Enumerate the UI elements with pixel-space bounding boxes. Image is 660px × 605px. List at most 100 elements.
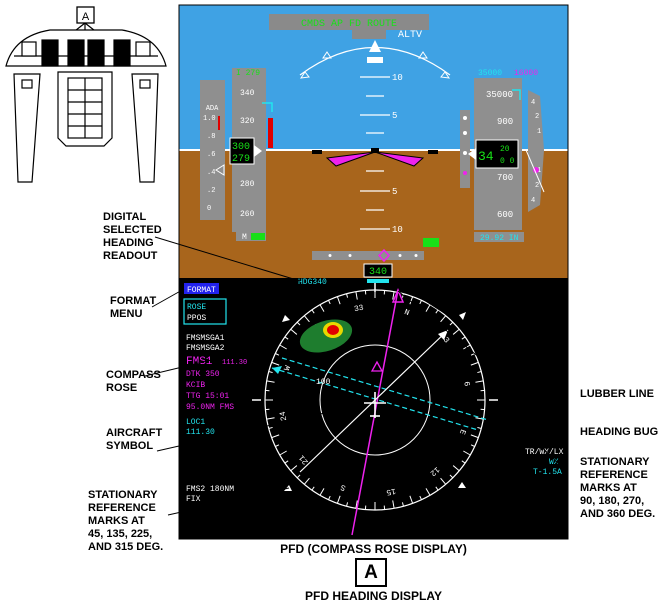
alt-box-upper: 20 — [500, 145, 510, 154]
compass-tick — [336, 495, 341, 504]
callout-stationary-90: STATIONARY REFERENCE MARKS AT 90, 180, 2… — [580, 456, 656, 520]
compass-label: W — [283, 364, 293, 372]
format-menu-label: FORMAT — [187, 286, 216, 295]
compass-tick — [355, 500, 358, 509]
ttg-label: TTG 15:01 — [186, 392, 229, 401]
compass-tick — [346, 502, 349, 507]
overspeed-band — [268, 118, 273, 148]
alt-box-lower: 0 0 — [500, 157, 515, 166]
aircraft-reference — [312, 148, 438, 167]
mach-label: M — [242, 233, 247, 242]
fms1-label: FMS1 — [186, 356, 213, 368]
speed-target: I 279 — [236, 69, 260, 78]
alt-trend-strip — [460, 110, 470, 188]
ada-tick-3: .6 — [207, 151, 215, 159]
compass-label: 24 — [279, 410, 290, 421]
wx-label: WX — [549, 458, 559, 467]
format-menu-button[interactable] — [184, 283, 219, 294]
compass-tick — [401, 502, 404, 507]
callout-lubber-line: LUBBER LINE — [580, 388, 654, 400]
compass-tick — [452, 465, 460, 472]
speed-tick-260: 260 — [240, 210, 255, 219]
aircraft-symbol — [364, 392, 386, 418]
vsi-tick-3: 1 — [537, 128, 541, 136]
compass-tick — [284, 460, 289, 464]
display-caption: PFD (COMPASS ROSE DISPLAY) — [280, 542, 467, 556]
compass-tick — [409, 296, 414, 305]
compass-tick — [266, 380, 275, 383]
range-label: 100 — [316, 378, 331, 387]
ada-tick-6: 0 — [207, 205, 211, 213]
compass-tick — [279, 450, 287, 456]
ada-tick-5: .2 — [207, 187, 215, 195]
compass-tick — [477, 426, 482, 429]
compass-tick — [392, 291, 395, 300]
compass-tick — [319, 304, 325, 312]
compass-tick — [311, 486, 315, 491]
compass-tick — [284, 336, 289, 340]
compass-tick — [303, 477, 310, 485]
callout-format-menu: FORMAT MENU — [110, 295, 157, 320]
compass-tick — [279, 344, 287, 350]
compass-tick — [435, 486, 439, 491]
compass-tick — [425, 304, 431, 312]
heading-box — [363, 263, 393, 278]
fms2-label: FMS2 180NM — [186, 485, 234, 494]
callout-heading-bug: HEADING BUG — [580, 426, 659, 438]
compass-label: N — [403, 308, 411, 318]
dtk-label: DTK 350 — [186, 370, 220, 379]
pitch-label-down10: 10 — [392, 225, 403, 235]
compass-tick — [470, 444, 475, 447]
compass-tick — [409, 495, 414, 504]
speed-tick-340: 340 — [240, 89, 255, 98]
alt-tick-700: 700 — [497, 173, 513, 183]
compass-tick — [346, 293, 349, 298]
compass-label: 6 — [461, 381, 471, 387]
fma-text: CMDS AP FD ROUTE — [301, 19, 397, 30]
speed-tick-320: 320 — [240, 117, 255, 126]
compass-tick — [475, 417, 484, 420]
pitch-label-up5: 5 — [392, 111, 397, 121]
tr-wx-lx-label: TR/WX/LX — [525, 448, 564, 457]
compass-label: 15 — [385, 486, 396, 497]
compass-tick — [461, 460, 466, 464]
loc1-label: LOC1 — [186, 418, 205, 427]
compass-tick — [449, 474, 454, 479]
cockpit-locator: A — [5, 6, 167, 183]
compass-tick — [477, 371, 482, 374]
alt-tick-600: 600 — [497, 210, 513, 220]
fms-msg-1: FMSMSGA1 — [186, 334, 225, 343]
heading-bug — [391, 288, 405, 303]
compass-tick — [268, 371, 273, 374]
callout-stationary-45: STATIONARY REFERENCE MARKS AT 45, 135, 2… — [88, 489, 164, 553]
compass-tick — [463, 450, 471, 456]
compass-tick — [328, 495, 331, 500]
compass-tick — [452, 328, 460, 335]
vsi-tick-6: 4 — [531, 197, 535, 205]
alt-box-main: 34 — [478, 149, 494, 164]
fms-msg-2: FMSMSGA2 — [186, 344, 225, 353]
figure-title: PFD HEADING DISPLAY — [305, 589, 442, 603]
compass-label: E — [457, 428, 467, 436]
ada-tick-4: .4 — [207, 169, 215, 177]
fma-altv: ALTV — [398, 30, 422, 41]
compass-tick — [419, 300, 422, 305]
compass-label: 3 — [441, 336, 451, 346]
compass-tick — [440, 315, 447, 323]
vsi-tick-5: 2 — [535, 182, 539, 190]
rose-ppos-box[interactable] — [183, 298, 227, 325]
callout-digital-heading: DIGITAL SELECTED HEADING READOUT — [103, 211, 162, 262]
pitch-ladder — [360, 76, 390, 230]
vsi-tick-4: 1 — [537, 167, 541, 175]
alt-baro-target: 16000 — [514, 69, 538, 78]
callout-aircraft-symbol: AIRCRAFT SYMBOL — [106, 427, 163, 452]
distance-label: 95.0NM FMS — [186, 403, 234, 412]
ada-tick-2: .8 — [207, 133, 215, 141]
baro-setting: 29.92 IN — [480, 234, 519, 243]
compass-tick — [296, 321, 301, 326]
compass-tick — [449, 321, 454, 326]
compass-tick — [355, 291, 358, 300]
speed-tick-280: 280 — [240, 180, 255, 189]
range-ring — [319, 344, 431, 456]
